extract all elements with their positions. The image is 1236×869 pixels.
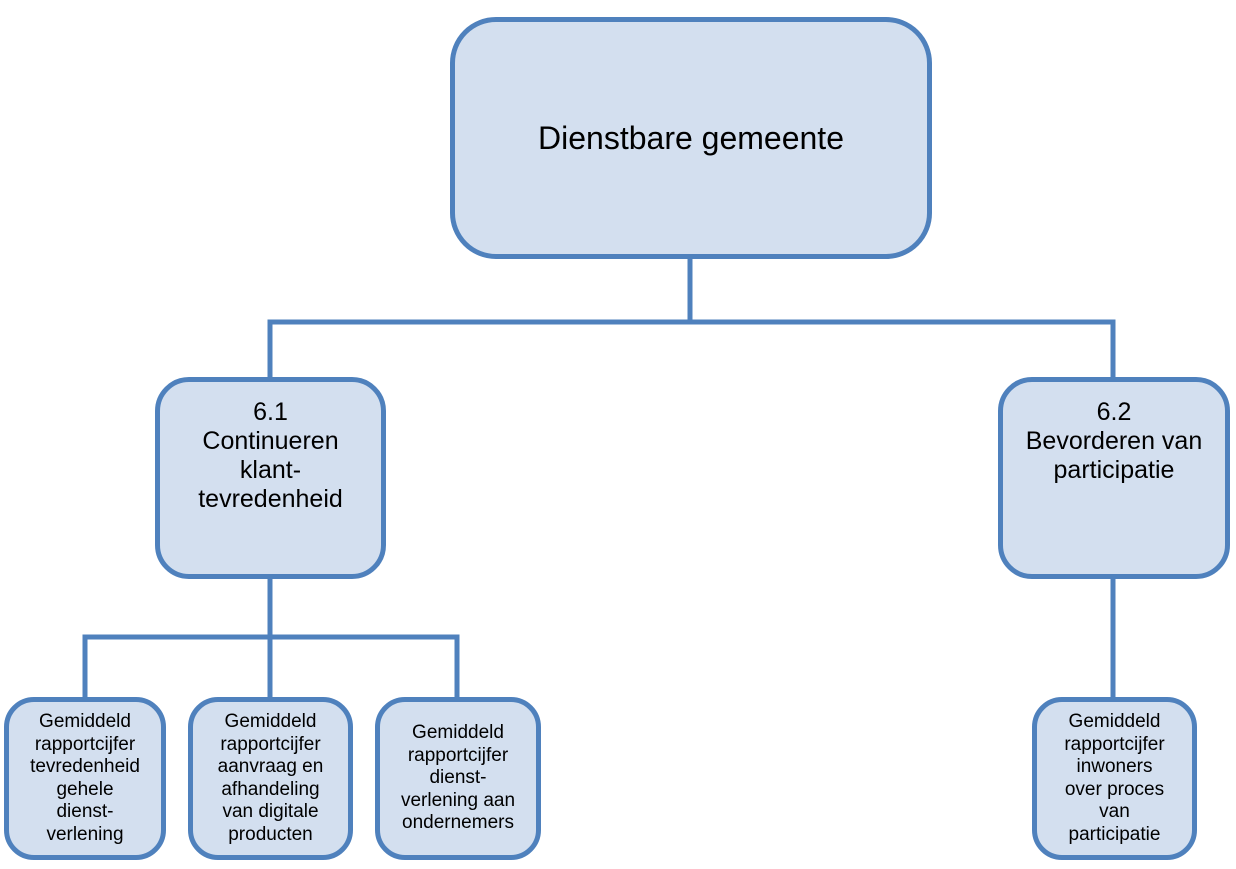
goal-node-6-2: 6.2 Bevorderen van participatie — [998, 377, 1230, 579]
indicator-label: Gemiddeld rapportcijfer inwoners over pr… — [1064, 711, 1165, 845]
root-node: Dienstbare gemeente — [450, 17, 932, 259]
goal-label-6-1: 6.1 Continueren klant- tevredenheid — [198, 398, 343, 513]
goal-label-6-2: 6.2 Bevorderen van participatie — [1025, 398, 1203, 484]
indicator-label: Gemiddeld rapportcijfer aanvraag en afha… — [217, 711, 324, 845]
root-label: Dienstbare gemeente — [538, 119, 844, 156]
indicator-node-participatie: Gemiddeld rapportcijfer inwoners over pr… — [1032, 697, 1197, 860]
indicator-node-digitale-producten: Gemiddeld rapportcijfer aanvraag en afha… — [188, 697, 353, 860]
indicator-node-ondernemers: Gemiddeld rapportcijfer dienst- verlenin… — [375, 697, 541, 860]
indicator-label: Gemiddeld rapportcijfer dienst- verlenin… — [400, 722, 516, 834]
indicator-label: Gemiddeld rapportcijfer tevredenheid geh… — [30, 711, 140, 845]
indicator-node-tevredenheid: Gemiddeld rapportcijfer tevredenheid geh… — [4, 697, 166, 860]
goal-node-6-1: 6.1 Continueren klant- tevredenheid — [155, 377, 386, 579]
